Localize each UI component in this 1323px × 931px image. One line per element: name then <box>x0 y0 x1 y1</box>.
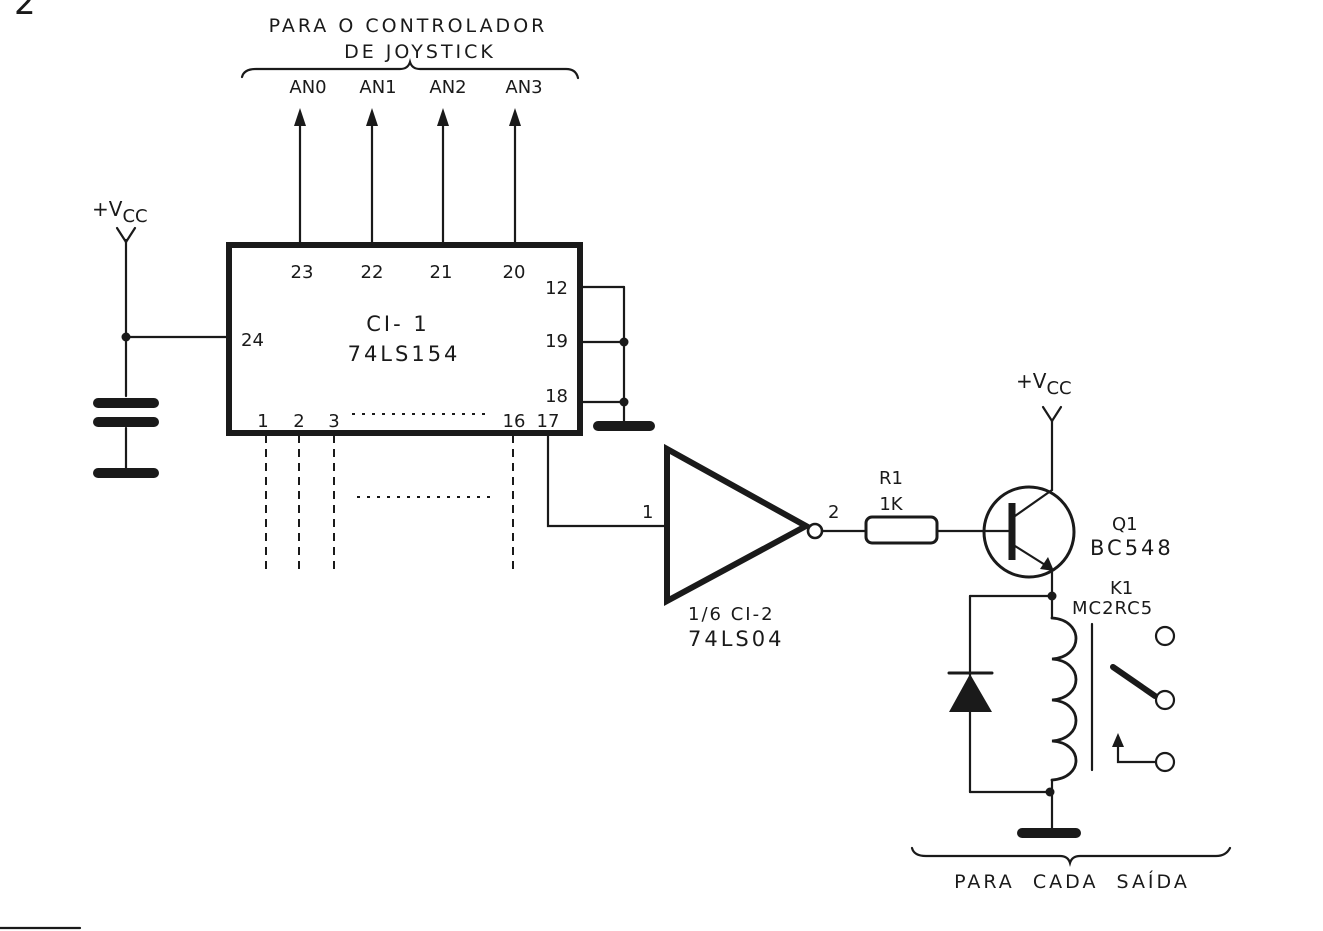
output-label-an3: AN3 <box>505 77 542 98</box>
inverter-pin-out: 2 <box>828 502 839 523</box>
ic1-body <box>226 242 583 436</box>
transistor-name: Q1 <box>1112 514 1138 535</box>
vcc-left-sub: CC <box>122 206 147 227</box>
inverter-label2: 74LS04 <box>688 627 784 651</box>
vcc-right-sub: CC <box>1046 378 1071 399</box>
ic1-name: CI- 1 <box>366 312 429 336</box>
transistor-q1 <box>982 405 1076 598</box>
ic1-pin-19: 19 <box>545 331 568 352</box>
flyback-diode <box>947 594 994 794</box>
output-label-an2: AN2 <box>429 77 466 98</box>
ic1-pin-16: 16 <box>503 411 526 432</box>
figure-number: 2 <box>14 0 36 23</box>
footer-label: PARA CADA SAÍDA <box>954 870 1190 893</box>
vcc-symbol-left <box>93 226 231 478</box>
output-arrows <box>294 108 521 246</box>
ic1-pin-1: 1 <box>257 411 268 432</box>
resistor-name: R1 <box>879 468 903 489</box>
ic1-pin-22: 22 <box>361 262 384 283</box>
inverter-pin-in: 1 <box>642 502 653 523</box>
relay-name: K1 <box>1110 578 1133 599</box>
header-line1: PARA O CONTROLADOR <box>269 15 548 37</box>
relay-part: MC2RC5 <box>1072 598 1153 619</box>
ic1-pin-12: 12 <box>545 278 568 299</box>
inverter-bubble <box>806 522 824 540</box>
ic1-bottom-leads <box>265 435 514 575</box>
header-brace <box>240 58 580 80</box>
vcc-label-right: +VCC <box>1016 369 1072 399</box>
relay-k1 <box>968 591 1094 838</box>
ic1-pin-2: 2 <box>293 411 304 432</box>
vcc-right-main: +V <box>1016 369 1047 393</box>
transistor-part: BC548 <box>1090 536 1174 560</box>
ic1-ground-tie <box>578 285 655 431</box>
ic1-part: 74LS154 <box>348 342 461 366</box>
ic1-pin-21: 21 <box>430 262 453 283</box>
vcc-label-left: +VCC <box>92 197 148 227</box>
ic1-pin-20: 20 <box>503 262 526 283</box>
inverter-triangle <box>664 443 813 607</box>
output-label-an1: AN1 <box>359 77 396 98</box>
wire-pin17-inverter <box>546 433 667 528</box>
resistor-r1 <box>864 515 939 545</box>
ic1-pin-3: 3 <box>328 411 339 432</box>
inverter-label1: 1/6 CI-2 <box>688 604 775 625</box>
ic1-pin-18: 18 <box>545 386 568 407</box>
footer-brace <box>910 846 1232 867</box>
vcc-left-main: +V <box>92 197 123 221</box>
output-label-an0: AN0 <box>289 77 326 98</box>
header-line2: DE JOYSTICK <box>344 41 496 63</box>
relay-contacts <box>1110 625 1176 773</box>
ic1-pin-23: 23 <box>291 262 314 283</box>
ic1-pin-24: 24 <box>241 330 264 351</box>
resistor-value: 1K <box>879 494 903 515</box>
ic1-pin-17: 17 <box>537 411 560 432</box>
